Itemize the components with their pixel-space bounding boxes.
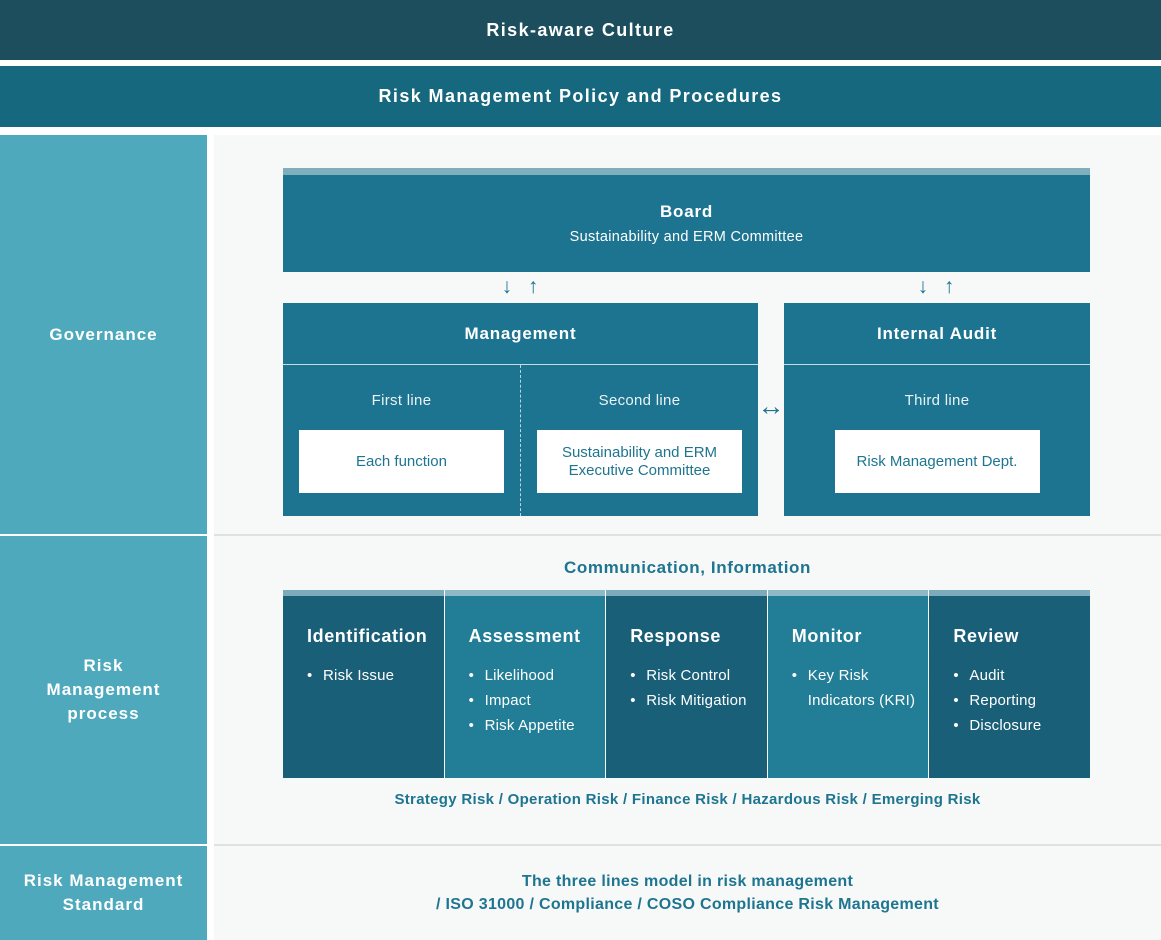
board-management-arrows: ↓ ↑ — [497, 275, 544, 299]
process-section: Communication, Information Identificatio… — [214, 536, 1161, 844]
up-arrow-icon: ↑ — [527, 275, 539, 298]
list-item: Risk Mitigation — [630, 688, 759, 713]
board-top-strip — [283, 168, 1090, 175]
standard-section: The three lines model in risk management… — [214, 846, 1161, 940]
second-line-label: Second line — [598, 392, 681, 409]
erm-executive-committee-box: Sustainability and ERM Executive Committ… — [537, 430, 742, 493]
column-title: Monitor — [791, 626, 862, 646]
third-line-column: Third line Risk Management Dept. — [784, 365, 1090, 516]
column-title: Assessment — [468, 626, 581, 646]
column-items: Key Risk Indicators (KRI) — [792, 663, 921, 713]
list-item: Likelihood — [469, 663, 598, 688]
column-title: Identification — [307, 626, 428, 646]
sidebar-standard-label: Risk Management Standard — [23, 871, 184, 914]
risk-management-dept-box: Risk Management Dept. — [834, 430, 1040, 493]
sidebar-section-process: Risk Management process — [0, 536, 207, 844]
both-ways-arrow-icon: ↔ — [757, 391, 785, 421]
column-top-strip — [606, 590, 767, 596]
risk-aware-culture-bar: Risk-aware Culture — [0, 0, 1161, 60]
board-internal-audit-arrows: ↓ ↑ — [913, 275, 960, 299]
column-top-strip — [767, 590, 929, 596]
governance-chart: Board Sustainability and ERM Committee ↓… — [283, 168, 1090, 516]
process-band: Identification Risk Issue Assessment Lik… — [283, 590, 1090, 778]
section-divider — [214, 844, 1161, 846]
lines-boxes-row: Management First line Each function Seco… — [283, 303, 1090, 516]
column-items: Risk Control Risk Mitigation — [630, 663, 759, 713]
risk-aware-culture-label: Risk-aware Culture — [486, 19, 675, 40]
board-subtitle: Sustainability and ERM Committee — [569, 229, 804, 245]
policy-procedures-label: Risk Management Policy and Procedures — [378, 86, 783, 106]
column-items: Likelihood Impact Risk Appetite — [469, 663, 598, 738]
sidebar: Governance Risk Management process Risk … — [0, 135, 207, 940]
internal-audit-box: Internal Audit Third line Risk Managemen… — [784, 303, 1090, 516]
list-item: Audit — [953, 663, 1082, 688]
down-arrow-icon: ↓ — [501, 275, 513, 298]
sidebar-process-label: Risk Management process — [46, 656, 161, 723]
column-title: Review — [953, 626, 1020, 646]
column-top-strip — [444, 590, 606, 596]
management-box: Management First line Each function Seco… — [283, 303, 758, 516]
column-title: Response — [630, 626, 722, 646]
down-arrow-icon: ↓ — [917, 275, 929, 298]
board-box: Board Sustainability and ERM Committee — [283, 168, 1090, 272]
sidebar-section-governance: Governance — [0, 135, 207, 534]
list-item: Risk Issue — [307, 663, 436, 688]
first-line-label: First line — [371, 392, 432, 409]
list-item: Key Risk Indicators (KRI) — [792, 663, 921, 713]
list-item: Risk Appetite — [469, 713, 598, 738]
internal-audit-title: Internal Audit — [784, 303, 1090, 365]
process-column-identification: Identification Risk Issue — [283, 590, 444, 778]
risk-types-text: Strategy Risk / Operation Risk / Finance… — [394, 791, 981, 808]
communication-heading: Communication, Information — [564, 558, 811, 577]
list-item: Disclosure — [953, 713, 1082, 738]
second-line-column: Second line Sustainability and ERM Execu… — [520, 365, 758, 516]
main-area: Board Sustainability and ERM Committee ↓… — [214, 135, 1161, 940]
process-column-response: Response Risk Control Risk Mitigation — [605, 590, 767, 778]
column-top-strip — [283, 590, 444, 596]
board-title: Board — [659, 202, 714, 221]
list-item: Reporting — [953, 688, 1082, 713]
policy-procedures-bar: Risk Management Policy and Procedures — [0, 66, 1161, 127]
sidebar-section-standard: Risk Management Standard — [0, 846, 207, 940]
content-row: Governance Risk Management process Risk … — [0, 135, 1161, 940]
list-item: Risk Control — [630, 663, 759, 688]
up-arrow-icon: ↑ — [943, 275, 955, 298]
process-column-monitor: Monitor Key Risk Indicators (KRI) — [766, 590, 929, 778]
column-top-strip — [929, 590, 1090, 596]
standard-line-1: The three lines model in risk management — [521, 873, 854, 890]
third-line-label: Third line — [904, 392, 970, 409]
first-line-column: First line Each function — [283, 365, 520, 516]
each-function-box: Each function — [299, 430, 504, 493]
sidebar-governance-label: Governance — [49, 324, 158, 344]
board-arrows-row: ↓ ↑ ↓ ↑ — [283, 272, 1090, 303]
process-column-review: Review Audit Reporting Disclosure — [928, 590, 1090, 778]
management-title: Management — [283, 303, 758, 365]
list-item: Impact — [469, 688, 598, 713]
governance-section: Board Sustainability and ERM Committee ↓… — [214, 135, 1161, 534]
column-items: Risk Issue — [307, 663, 436, 688]
column-items: Audit Reporting Disclosure — [953, 663, 1082, 738]
section-divider — [214, 534, 1161, 536]
standard-line-2: / ISO 31000 / Compliance / COSO Complian… — [436, 896, 939, 913]
process-column-assessment: Assessment Likelihood Impact Risk Appeti… — [443, 590, 606, 778]
